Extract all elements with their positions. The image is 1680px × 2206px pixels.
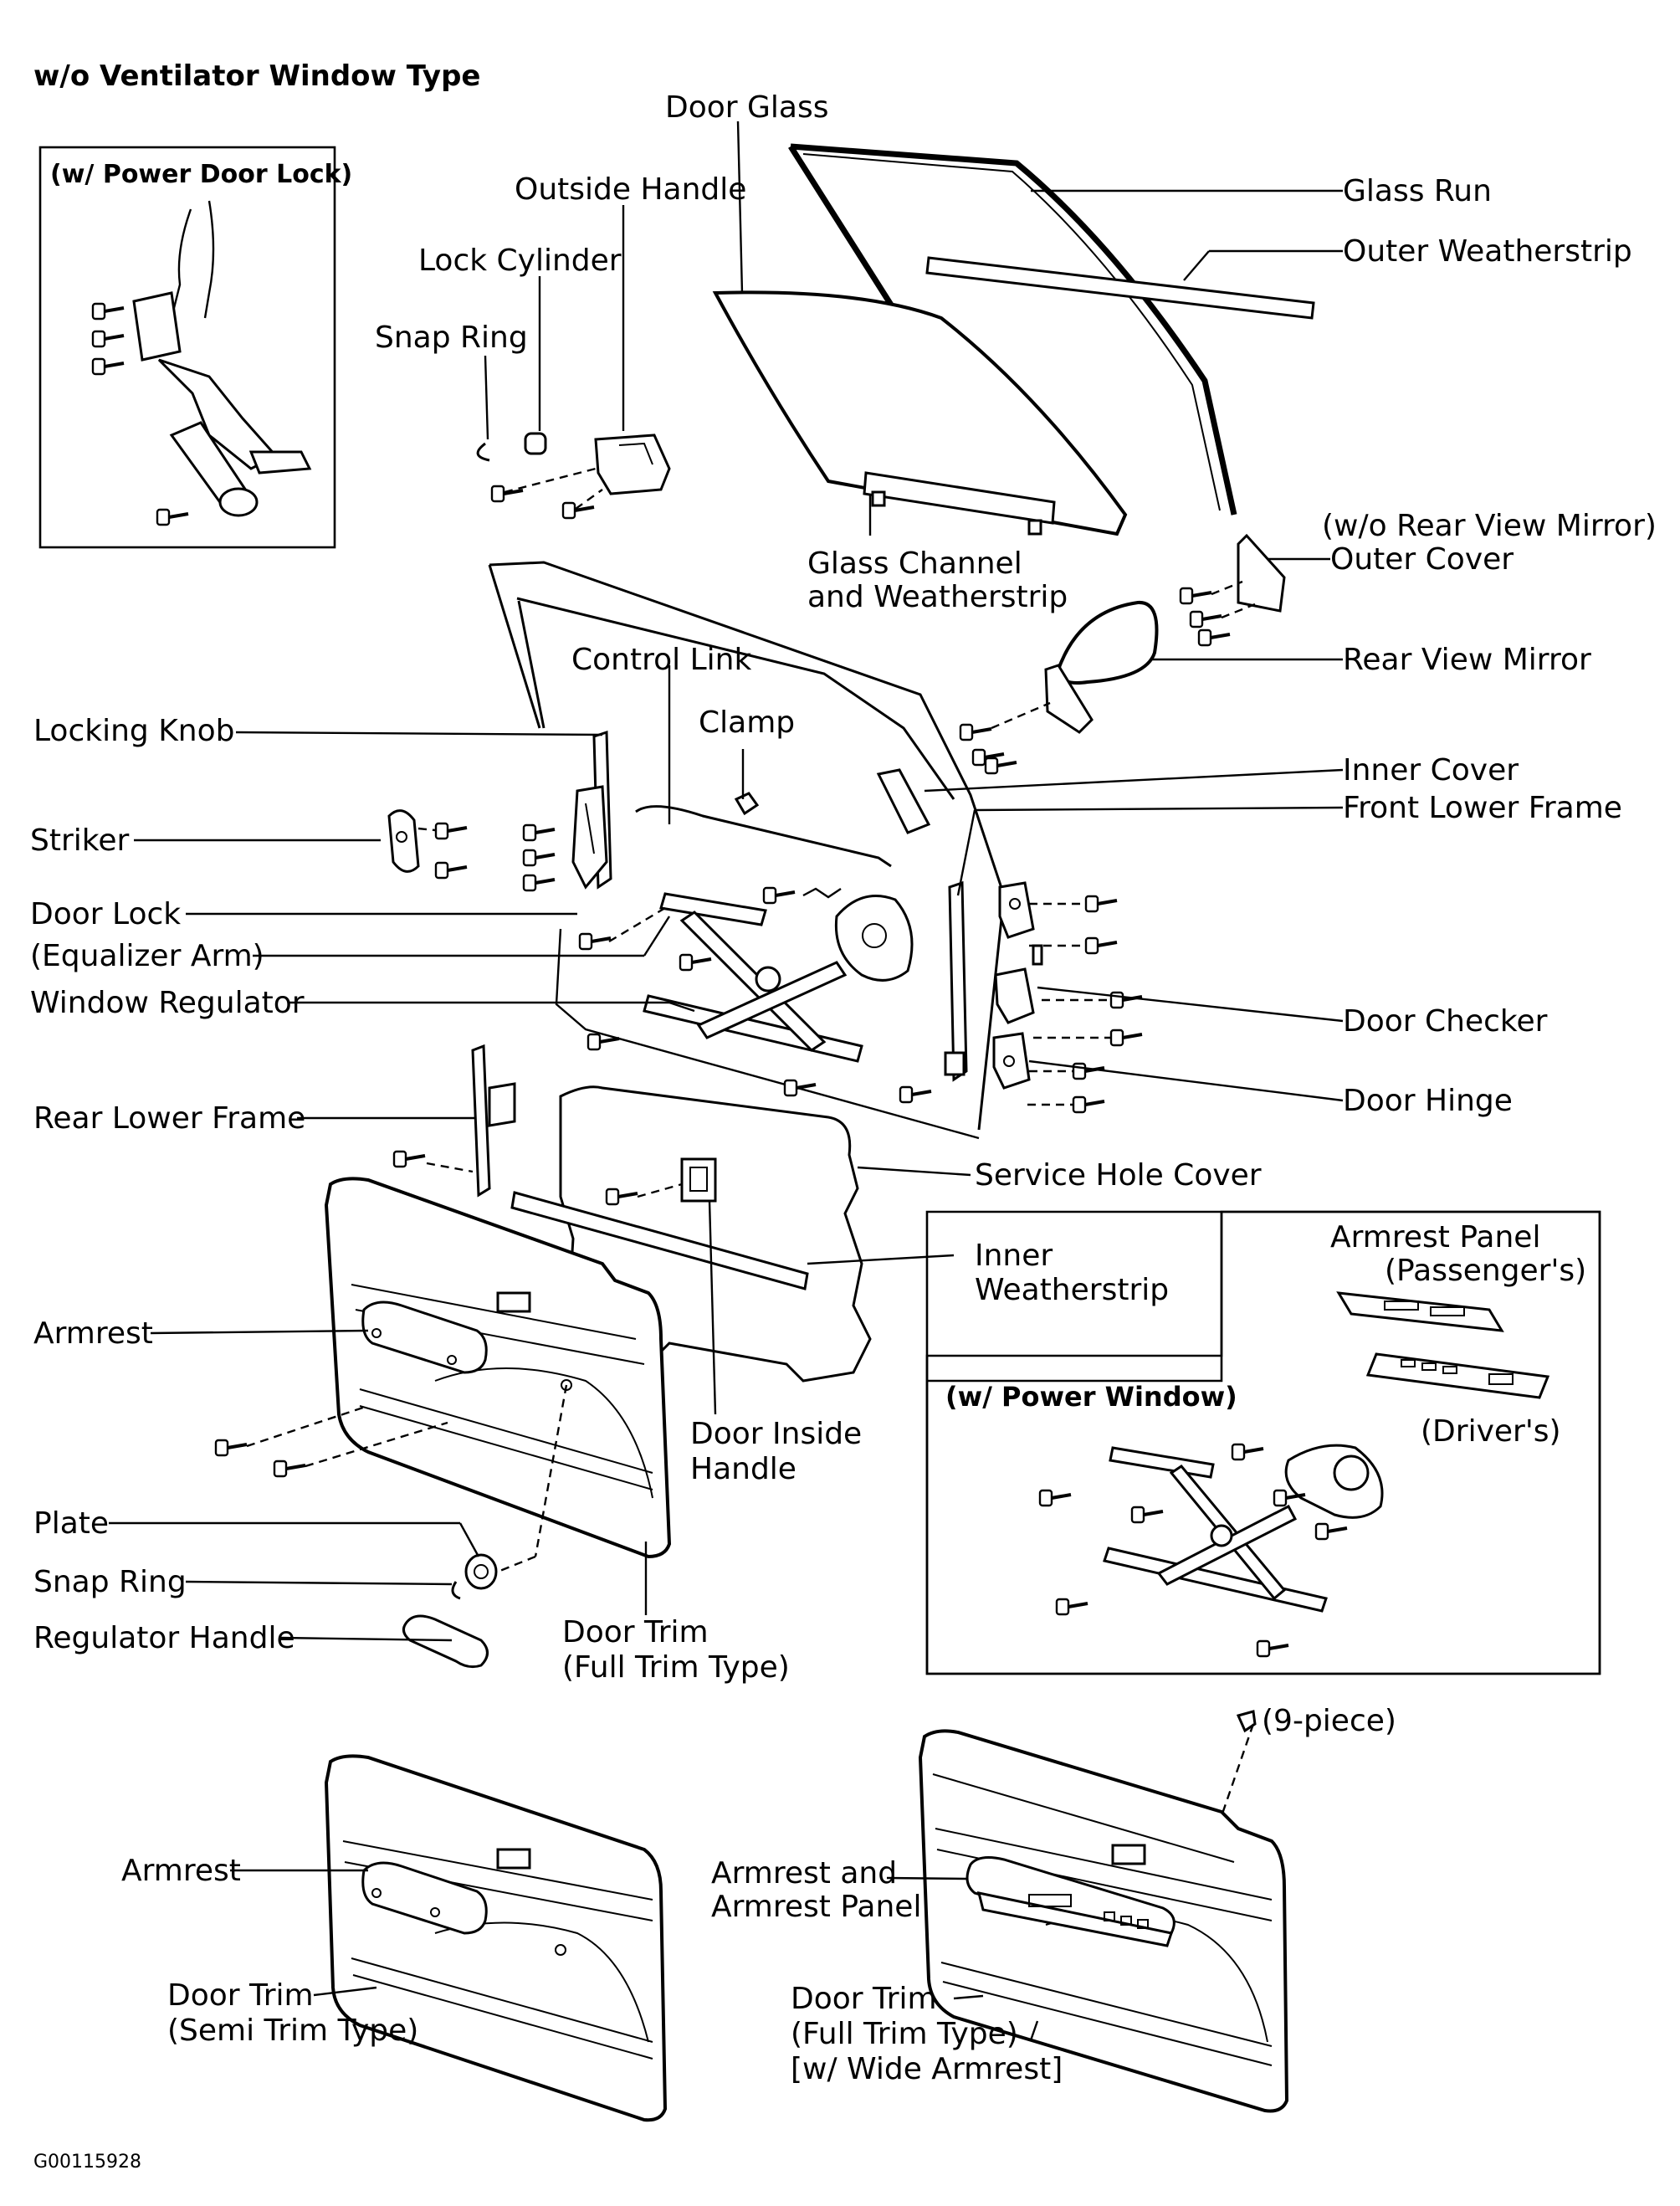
- label-outer-cover: Outer Cover: [1330, 542, 1514, 577]
- power-door-lock-actuator-drawing: [91, 200, 312, 526]
- label-door-trim-semi-1: Door Trim: [167, 1978, 314, 2013]
- label-snap-ring-bottom: Snap Ring: [33, 1565, 187, 1599]
- rear-lower-frame-part: [392, 1044, 516, 1198]
- label-window-regulator: Window Regulator: [30, 986, 305, 1020]
- power-window-inset-title: (w/ Power Window): [945, 1381, 1237, 1413]
- label-lock-cylinder: Lock Cylinder: [418, 244, 622, 278]
- label-wo-rear-view-mirror: (w/o Rear View Mirror): [1322, 509, 1657, 543]
- label-door-trim-wide-2: (Full Trim Type): [791, 2017, 1018, 2051]
- door-hinge-upper-part: [998, 881, 1119, 955]
- label-outer-weatherstrip: Outer Weatherstrip: [1343, 234, 1632, 269]
- label-armrest-and-panel-1: Armrest and: [711, 1856, 897, 1890]
- label-nine-piece: (9-piece): [1262, 1704, 1396, 1738]
- door-frame-outline: [488, 561, 1006, 1140]
- label-armrest-panel-1: Armrest Panel: [1330, 1220, 1540, 1254]
- label-service-hole-cover: Service Hole Cover: [975, 1158, 1262, 1193]
- rear-view-mirror-part: [959, 600, 1159, 775]
- part-labels: Door Glass Outside Handle Lock Cylinder …: [30, 90, 1657, 2173]
- label-rear-lower-frame: Rear Lower Frame: [33, 1101, 305, 1136]
- label-door-checker: Door Checker: [1343, 1004, 1548, 1039]
- label-front-lower-frame: Front Lower Frame: [1343, 791, 1622, 825]
- power-door-lock-inset-title: (w/ Power Door Lock): [50, 160, 352, 189]
- door-trim-wide-part: [918, 1729, 1289, 2113]
- label-rear-view-mirror: Rear View Mirror: [1343, 643, 1591, 677]
- label-inner-weatherstrip-1: Inner: [975, 1239, 1053, 1273]
- label-door-inside-handle-1: Door Inside: [690, 1417, 862, 1451]
- label-striker: Striker: [30, 823, 129, 858]
- control-link-part: [635, 805, 892, 868]
- label-door-hinge: Door Hinge: [1343, 1084, 1513, 1118]
- label-door-trim-full-2: (Full Trim Type): [562, 1650, 790, 1685]
- plate-part: [464, 1553, 498, 1590]
- label-armrest-and-panel-2: Armrest Panel: [711, 1890, 921, 1924]
- lock-cylinder-part: [524, 432, 547, 455]
- label-glass-channel-2: and Weatherstrip: [807, 580, 1068, 614]
- label-door-inside-handle-2: Handle: [690, 1452, 796, 1486]
- label-door-lock: Door Lock: [30, 897, 181, 931]
- label-door-glass: Door Glass: [665, 90, 829, 125]
- glass-run-part: [788, 143, 1237, 516]
- inner-cover-part: [876, 768, 931, 834]
- label-locking-knob: Locking Knob: [33, 714, 235, 748]
- door-glass-part: [712, 290, 1128, 536]
- label-plate: Plate: [33, 1506, 109, 1541]
- door-trim-semi-part: [324, 1754, 668, 2122]
- power-door-lock-inset: (w/ Power Door Lock): [38, 146, 352, 549]
- armrest-panel-driver-part: [1365, 1352, 1550, 1399]
- window-regulator-part: [578, 886, 914, 1097]
- label-snap-ring-top: Snap Ring: [375, 321, 528, 355]
- glass-channel-part: [863, 471, 1056, 536]
- label-inner-cover: Inner Cover: [1343, 753, 1519, 787]
- label-door-trim-full-1: Door Trim: [562, 1615, 709, 1649]
- label-outside-handle: Outside Handle: [515, 172, 746, 207]
- label-armrest-semi: Armrest: [121, 1854, 241, 1888]
- leader-lines: [109, 121, 1344, 2041]
- label-armrest-panel-2: (Passenger's): [1385, 1254, 1586, 1288]
- label-inner-weatherstrip-2: Weatherstrip: [975, 1273, 1169, 1307]
- power-window-regulator-part: [1038, 1443, 1384, 1658]
- clamp-part: [734, 792, 760, 816]
- label-drivers: (Driver's): [1421, 1414, 1561, 1449]
- assembly-lines: [246, 467, 1256, 1817]
- label-door-trim-wide-1: Door Trim: [791, 1982, 937, 2016]
- regulator-handle-part: [402, 1614, 489, 1669]
- armrest-panel-passenger-part: [1336, 1291, 1504, 1332]
- label-glass-run: Glass Run: [1343, 174, 1492, 208]
- power-window-inset: (w/ Power Window): [925, 1210, 1601, 1675]
- label-equalizer-arm: (Equalizer Arm): [30, 939, 264, 973]
- label-regulator-handle: Regulator Handle: [33, 1621, 295, 1655]
- label-door-trim-semi-2: (Semi Trim Type): [167, 2014, 418, 2048]
- outside-handle-part: [490, 434, 671, 520]
- diagram-title: w/o Ventilator Window Type: [33, 59, 481, 93]
- outer-cover-part: [1179, 533, 1286, 647]
- label-armrest: Armrest: [33, 1316, 153, 1351]
- door-lock-part: [522, 730, 612, 892]
- figure-code: G00115928: [33, 2152, 141, 2173]
- label-door-trim-wide-3: [w/ Wide Armrest]: [791, 2052, 1063, 2086]
- snap-ring-bottom-part: [451, 1581, 461, 1600]
- outer-weatherstrip-part: [925, 256, 1315, 320]
- door-hinge-lower-part: [992, 1032, 1106, 1114]
- door-checker-part: [994, 944, 1144, 1047]
- striker-part: [387, 809, 469, 880]
- label-clamp: Clamp: [699, 705, 795, 740]
- label-glass-channel-1: Glass Channel: [807, 546, 1022, 581]
- door-trim-full-part: [214, 1177, 672, 1559]
- front-lower-frame-part: [899, 880, 968, 1104]
- label-control-link: Control Link: [571, 643, 751, 677]
- clip-9-piece-part: [1236, 1710, 1257, 1733]
- snap-ring-top-part: [476, 442, 490, 462]
